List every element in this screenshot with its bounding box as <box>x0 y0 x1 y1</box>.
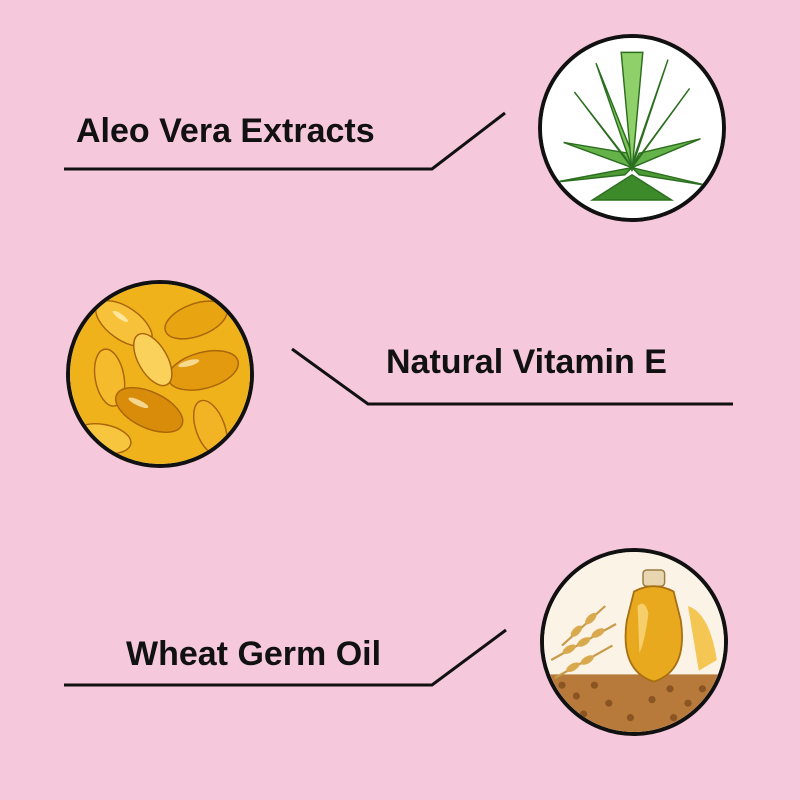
vitamin-e-image <box>66 280 254 468</box>
vitamin-e-label: Natural Vitamin E <box>386 343 667 381</box>
vitamin-connector-line <box>291 347 733 406</box>
aloe-vera-image <box>538 34 726 222</box>
wheat-connector-line <box>64 628 507 687</box>
wheat-germ-oil-label: Wheat Germ Oil <box>126 635 382 673</box>
aloe-vera-icon <box>542 38 722 218</box>
aloe-vera-label: Aleo Vera Extracts <box>76 112 375 150</box>
wheat-germ-oil-icon <box>544 552 724 732</box>
wheat-germ-oil-image <box>540 548 728 736</box>
vitamin-e-capsules-icon <box>70 284 250 464</box>
aloe-connector-line <box>64 111 506 171</box>
